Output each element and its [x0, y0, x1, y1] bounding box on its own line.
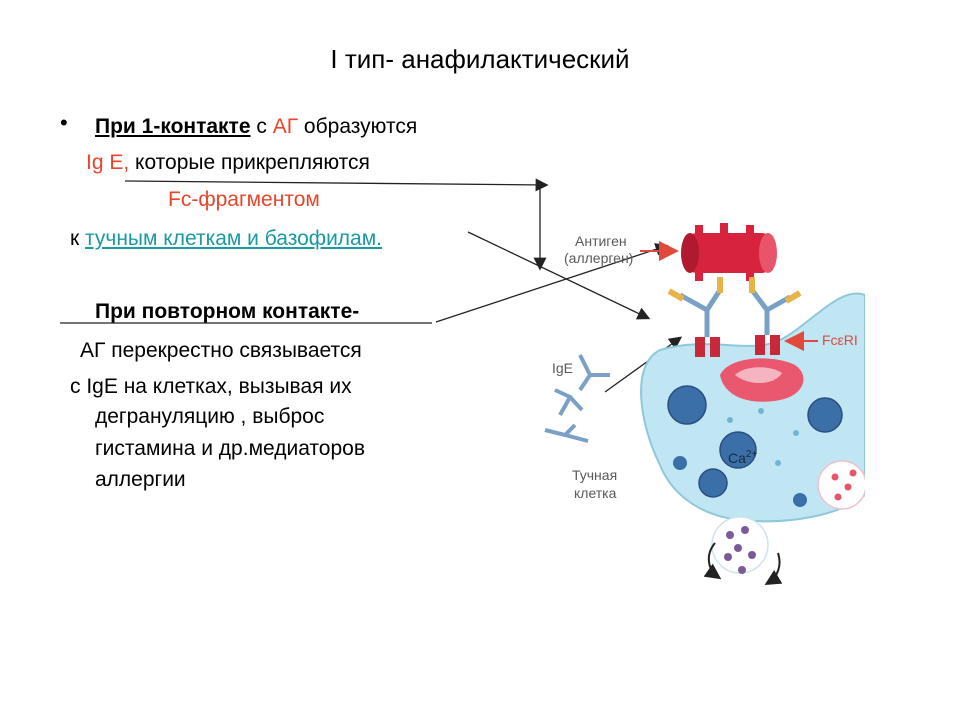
mast-cell-sublabel: клетка: [574, 485, 617, 501]
line-mast-cells: к тучным клеткам и базофилам.: [70, 227, 382, 251]
ige-antibody-tips: [667, 277, 802, 304]
line-degranulation-1: с IgE на клетках, вызывая их: [70, 375, 352, 398]
antigen-molecule: [681, 223, 777, 281]
bound-ige-antibodies: [678, 288, 792, 337]
text-segment: которые прикрепляются: [129, 151, 370, 174]
released-mediators: [817, 460, 865, 510]
slide-title: I тип- анафилактический: [330, 44, 630, 74]
antigen-sublabel: (аллерген): [564, 250, 633, 266]
fc-receptors: [695, 335, 780, 357]
mast-cell-diagram: Антиген (аллерген): [544, 223, 865, 586]
cell-granules: [667, 385, 843, 507]
ige-term: Ig E,: [86, 151, 130, 174]
line-cross-link: АГ перекрестно связывается: [80, 339, 362, 362]
line-repeat-contact: При повторном контакте-: [95, 300, 360, 323]
line-degranulation-3: гистамина и др.медиаторов: [95, 437, 365, 460]
antigen-label: Антиген: [575, 233, 627, 249]
line-degranulation-4: аллергии: [95, 468, 186, 491]
connector-arrow-to-antigen: [435, 243, 669, 323]
line-first-contact: При 1-контакте с АГ образуются: [95, 115, 417, 139]
calcium-label: Ca2+: [728, 449, 757, 466]
ige-label: IgE: [552, 360, 573, 376]
line-fc-fragment: Fc-фрагментом: [168, 188, 320, 211]
line-degranulation-2: дегрануляцию , выброс: [95, 405, 325, 428]
antigen-abbr: АГ: [272, 115, 299, 138]
text-segment: к: [70, 227, 86, 250]
text-segment: образуются: [298, 115, 418, 138]
receptor-label: FcεRI: [822, 332, 858, 348]
text-segment: с: [250, 115, 273, 138]
first-contact-phrase: При 1-контакте: [95, 115, 251, 138]
connector-arrow-top: [124, 178, 549, 192]
degranulation-vesicle: [703, 516, 783, 586]
mast-cell-label: Тучная: [572, 467, 617, 483]
line-ige: Ig E, которые прикрепляются: [86, 151, 370, 175]
bullet-dot: •: [60, 110, 68, 135]
mast-cells-link[interactable]: тучным клеткам и базофилам.: [85, 227, 383, 250]
free-ige-antibodies: [544, 354, 610, 443]
connector-arrow-to-ige: [467, 231, 651, 320]
